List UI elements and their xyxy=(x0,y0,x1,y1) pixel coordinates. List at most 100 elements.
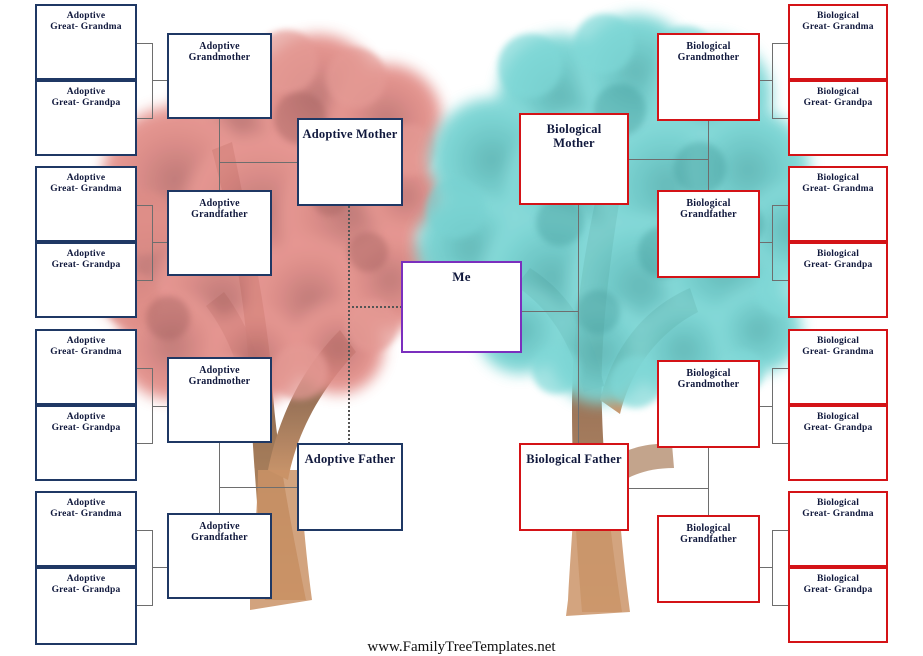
connector xyxy=(137,443,153,444)
connector xyxy=(629,488,708,489)
connector xyxy=(152,242,168,243)
connector xyxy=(219,487,297,488)
connector xyxy=(137,43,153,44)
connector xyxy=(760,242,772,243)
connector xyxy=(152,530,153,606)
connector xyxy=(152,43,153,119)
connector xyxy=(629,159,708,160)
connector xyxy=(152,80,168,81)
connector xyxy=(219,443,220,513)
connector xyxy=(708,448,709,515)
connector xyxy=(772,118,788,119)
connector xyxy=(219,162,297,163)
connector xyxy=(760,406,772,407)
connector xyxy=(219,119,220,190)
box-label: Adoptive Father xyxy=(304,452,396,466)
me-to-biological-connector xyxy=(522,311,578,312)
connector xyxy=(152,406,168,407)
connector xyxy=(137,605,153,606)
connector xyxy=(772,205,788,206)
connector xyxy=(760,80,772,81)
connector xyxy=(152,567,168,568)
connector xyxy=(708,121,709,190)
connector xyxy=(772,368,788,369)
connector xyxy=(772,530,773,606)
box-adoptive-father[interactable]: Adoptive Father xyxy=(297,443,403,531)
connector xyxy=(137,530,153,531)
box-adoptive-mother[interactable]: Adoptive Mother xyxy=(297,118,403,206)
site-footer-url: www.FamilyTreeTemplates.net xyxy=(367,639,556,655)
connector xyxy=(772,443,788,444)
biological-parent-spine xyxy=(578,205,579,443)
connector xyxy=(772,368,773,444)
connector xyxy=(772,530,788,531)
adoptive-parent-spine xyxy=(348,206,350,445)
adoptive-to-me-connector xyxy=(348,306,403,308)
box-label: Adoptive Mother xyxy=(302,127,398,141)
connector xyxy=(772,605,788,606)
connector xyxy=(760,567,772,568)
box-label: Me xyxy=(452,269,471,284)
connector xyxy=(137,368,153,369)
connector xyxy=(137,205,153,206)
connector xyxy=(772,43,788,44)
box-me[interactable]: Me xyxy=(401,261,522,353)
box-label: Biological Father xyxy=(526,452,622,466)
box-biological-father[interactable]: Biological Father xyxy=(519,443,629,531)
connector xyxy=(772,280,788,281)
connector xyxy=(772,205,773,281)
connector xyxy=(137,280,153,281)
